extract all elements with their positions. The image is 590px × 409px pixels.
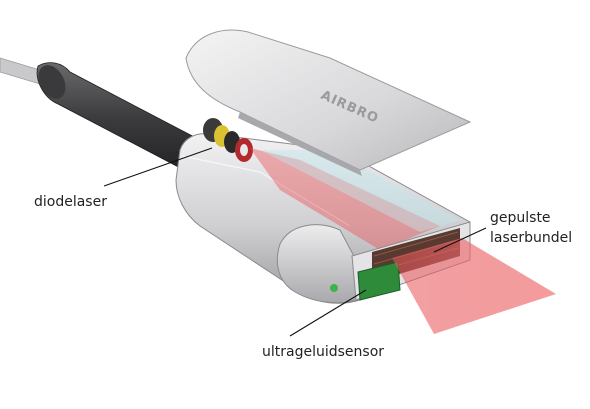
cable-handle	[36, 62, 201, 173]
internal-beam	[250, 148, 460, 250]
leader-ultrageluidsensor	[289, 289, 367, 337]
pulsed-laser-beam	[392, 238, 556, 334]
label-gepulste-line1: gepulste	[490, 210, 551, 226]
leader-lines	[103, 147, 487, 337]
ultrasound-sensor-element	[357, 261, 401, 301]
diode-optics	[203, 118, 253, 162]
housing-lid	[185, 29, 472, 176]
status-led	[330, 284, 338, 292]
leader-diodelaser	[103, 147, 213, 187]
label-diodelaser: diodelaser	[34, 194, 107, 210]
leader-gepulste	[433, 227, 487, 253]
cable-tail	[0, 57, 41, 85]
label-ultrageluidsensor: ultrageluidsensor	[262, 344, 385, 360]
label-gepulste-line2: laserbundel	[490, 230, 573, 246]
